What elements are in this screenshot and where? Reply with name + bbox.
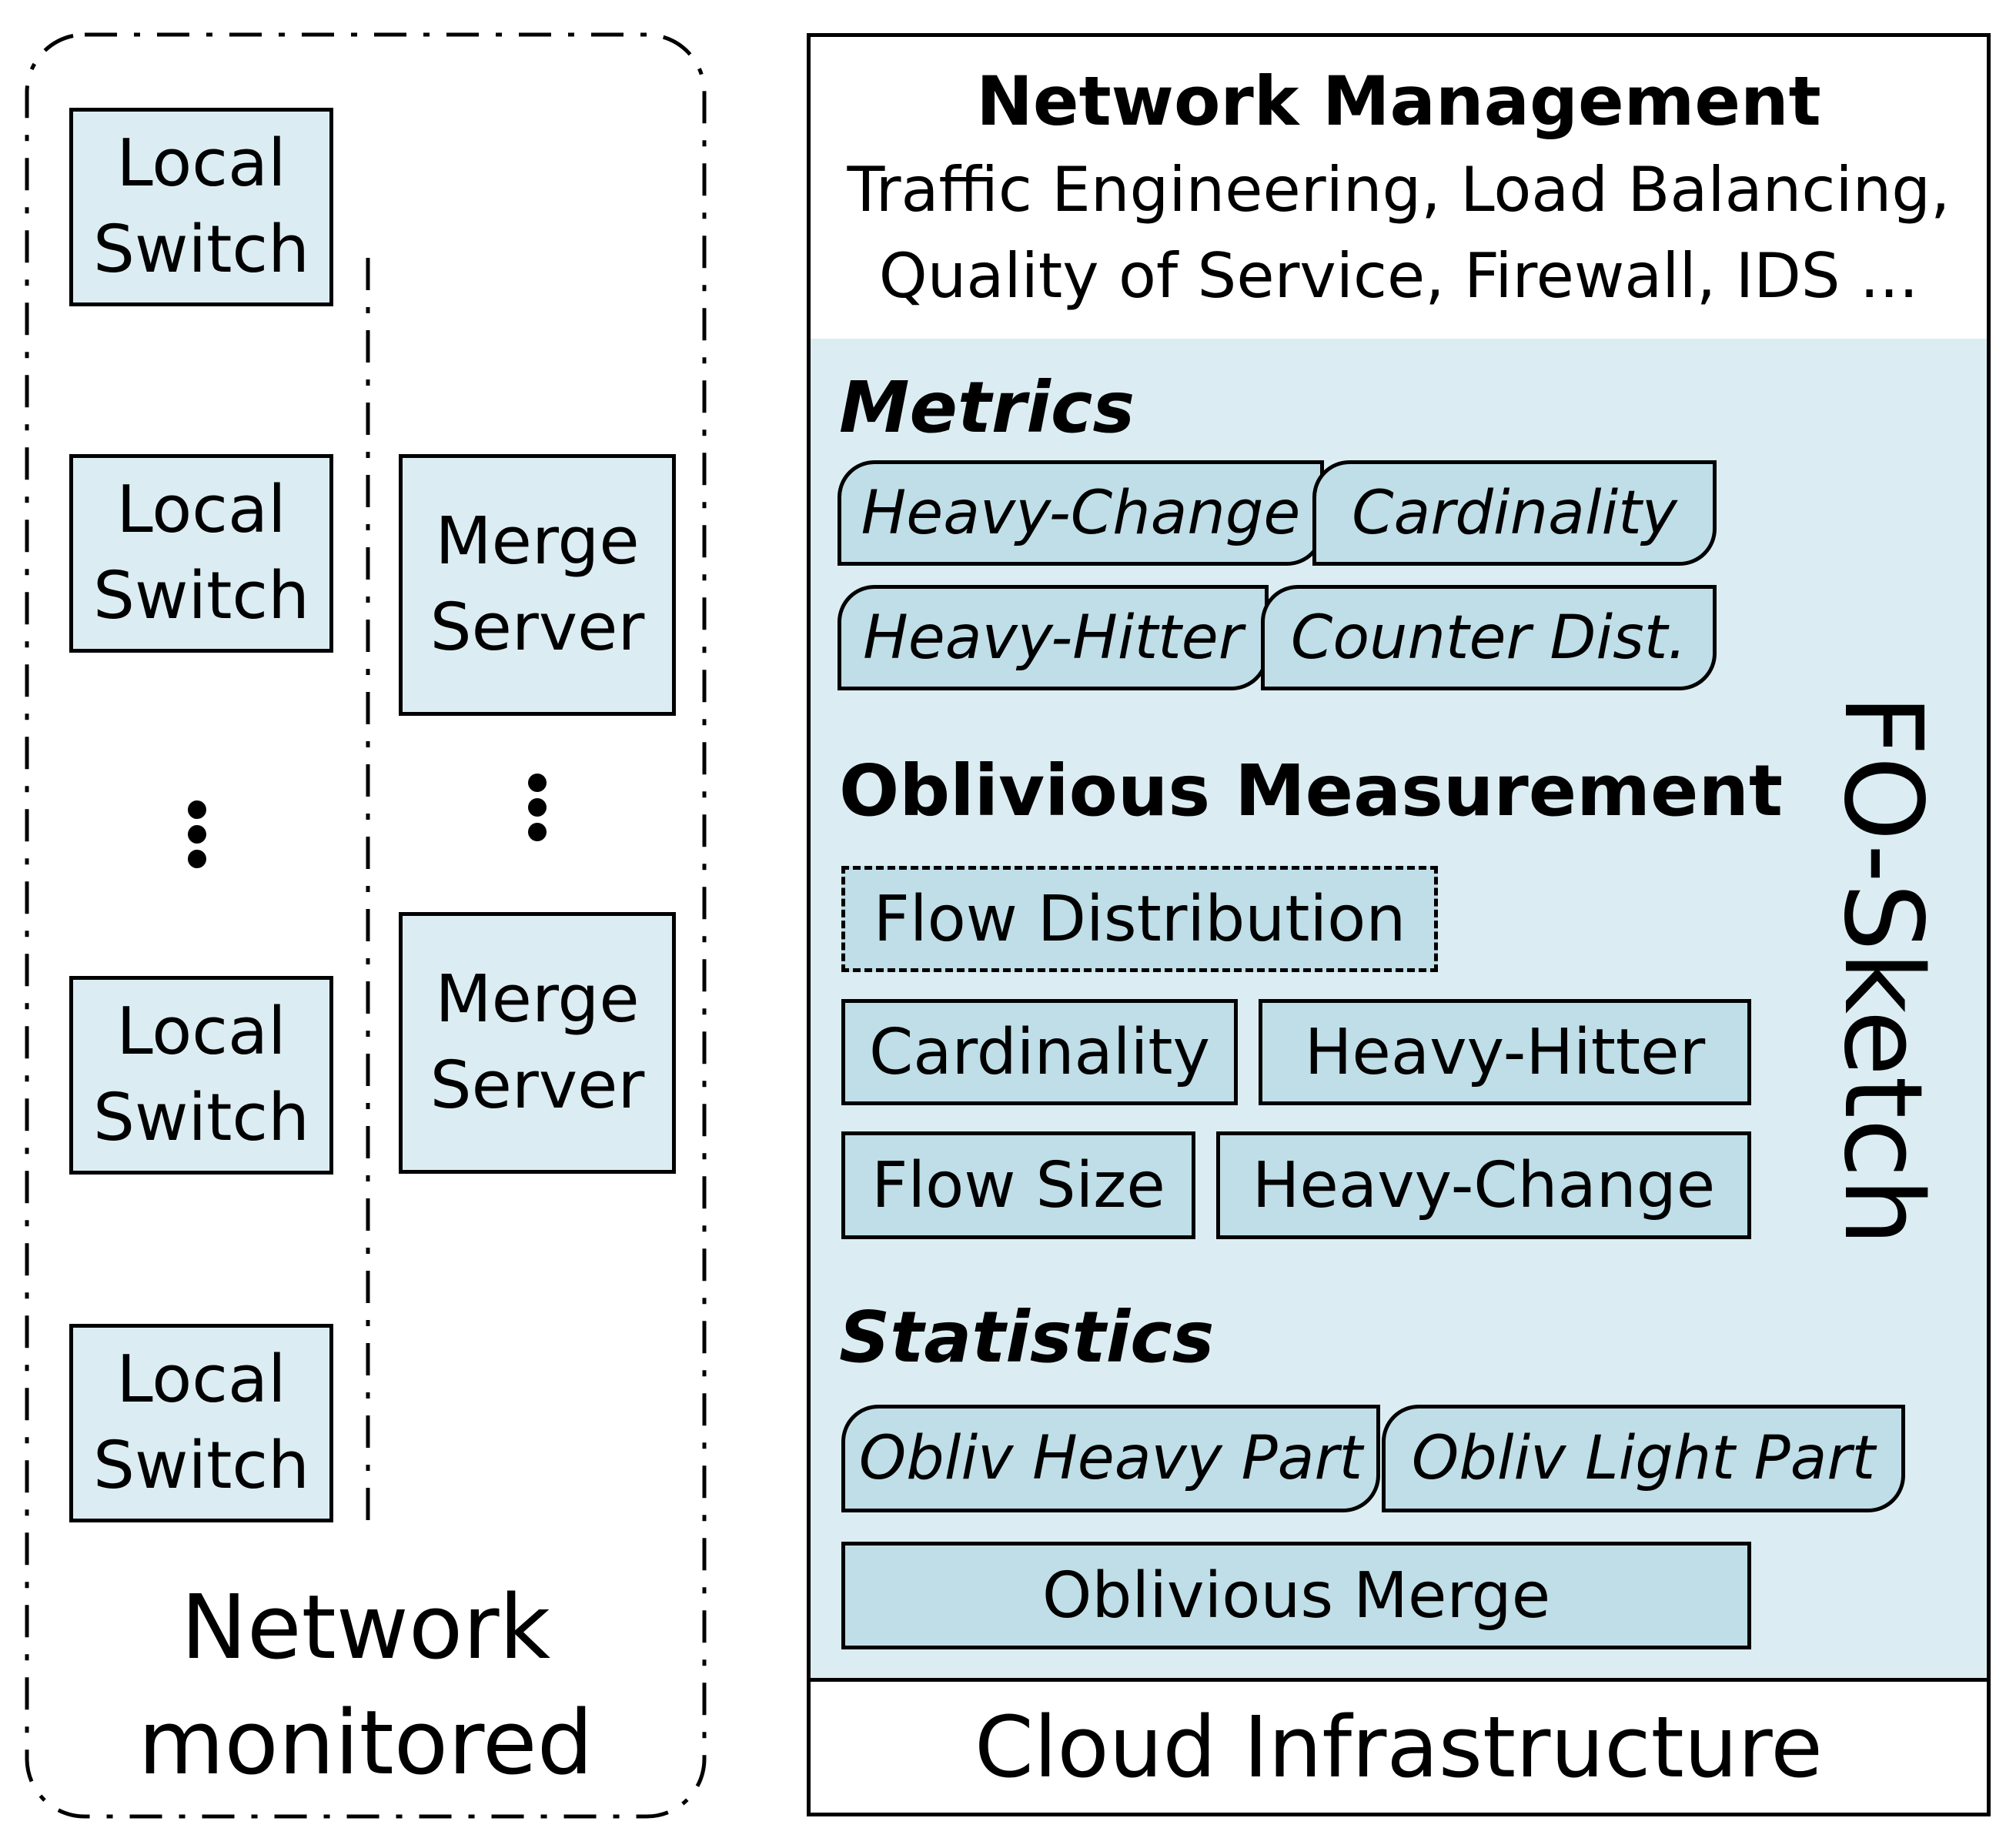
network-management-layer: Network Management Traffic Engineering, … <box>807 33 1991 343</box>
local-switch-2: Local Switch <box>69 454 333 653</box>
fo-sketch-label: FO-Sketch <box>1820 693 1945 1246</box>
metric-tag-counter-dist: Counter Dist. <box>1261 585 1717 690</box>
cloud-infrastructure-layer: Cloud Infrastructure <box>807 1678 1991 1816</box>
local-switch-4: Local Switch <box>69 1324 333 1522</box>
network-boundary <box>25 32 707 1819</box>
measurement-flow-size-box: Flow Size <box>841 1131 1195 1239</box>
flow-distribution-box: Flow Distribution <box>841 866 1438 972</box>
measurement-heavy-change-box: Heavy-Change <box>1216 1131 1751 1239</box>
metric-tag-heavy-hitter: Heavy-Hitter <box>838 585 1269 690</box>
network-management-title: Network Management <box>976 62 1821 141</box>
oblivious-measurement-title: Oblivious Measurement <box>839 750 1783 832</box>
merge-server-1-line2: Server <box>430 590 645 666</box>
network-management-line2: Quality of Service, Firewall, IDS ... <box>878 240 1919 312</box>
local-switch-1-line2: Switch <box>92 212 310 288</box>
measurement-cardinality-box: Cardinality <box>841 999 1238 1105</box>
local-switch-3: Local Switch <box>69 976 333 1175</box>
network-caption-line2: monitored <box>138 1692 593 1795</box>
local-switch-3-line2: Switch <box>92 1080 310 1156</box>
merge-server-1-line1: Merge <box>435 503 640 580</box>
network-caption: Network monitored <box>46 1570 685 1801</box>
stat-tag-obliv-heavy-part: Obliv Heavy Part <box>841 1405 1380 1512</box>
metrics-title: Metrics <box>839 366 1135 449</box>
local-switch-4-line2: Switch <box>92 1428 310 1504</box>
local-switch-1: Local Switch <box>69 108 333 306</box>
local-switch-2-line2: Switch <box>92 558 310 634</box>
statistics-title: Statistics <box>839 1296 1215 1378</box>
metric-tag-cardinality: Cardinality <box>1312 460 1717 566</box>
merge-server-2-line1: Merge <box>435 961 640 1038</box>
metric-tag-heavy-change: Heavy-Change <box>838 460 1324 566</box>
local-switch-2-line1: Local <box>116 472 286 548</box>
stat-tag-obliv-light-part: Obliv Light Part <box>1382 1405 1905 1512</box>
switch-ellipsis <box>188 800 206 868</box>
local-switch-4-line1: Local <box>116 1342 286 1418</box>
measurement-heavy-hitter-box: Heavy-Hitter <box>1259 999 1751 1105</box>
local-switch-3-line1: Local <box>116 994 286 1070</box>
merge-server-2-line2: Server <box>430 1048 645 1124</box>
local-switch-1-line1: Local <box>116 125 286 202</box>
fo-sketch-label-wrap: FO-Sketch <box>1813 662 1951 1278</box>
oblivious-merge-box: Oblivious Merge <box>841 1542 1751 1649</box>
network-management-line1: Traffic Engineering, Load Balancing, <box>847 154 1951 226</box>
network-caption-line1: Network <box>180 1576 551 1679</box>
server-ellipsis <box>528 774 547 841</box>
merge-server-1: Merge Server <box>399 454 676 716</box>
merge-server-2: Merge Server <box>399 912 676 1174</box>
